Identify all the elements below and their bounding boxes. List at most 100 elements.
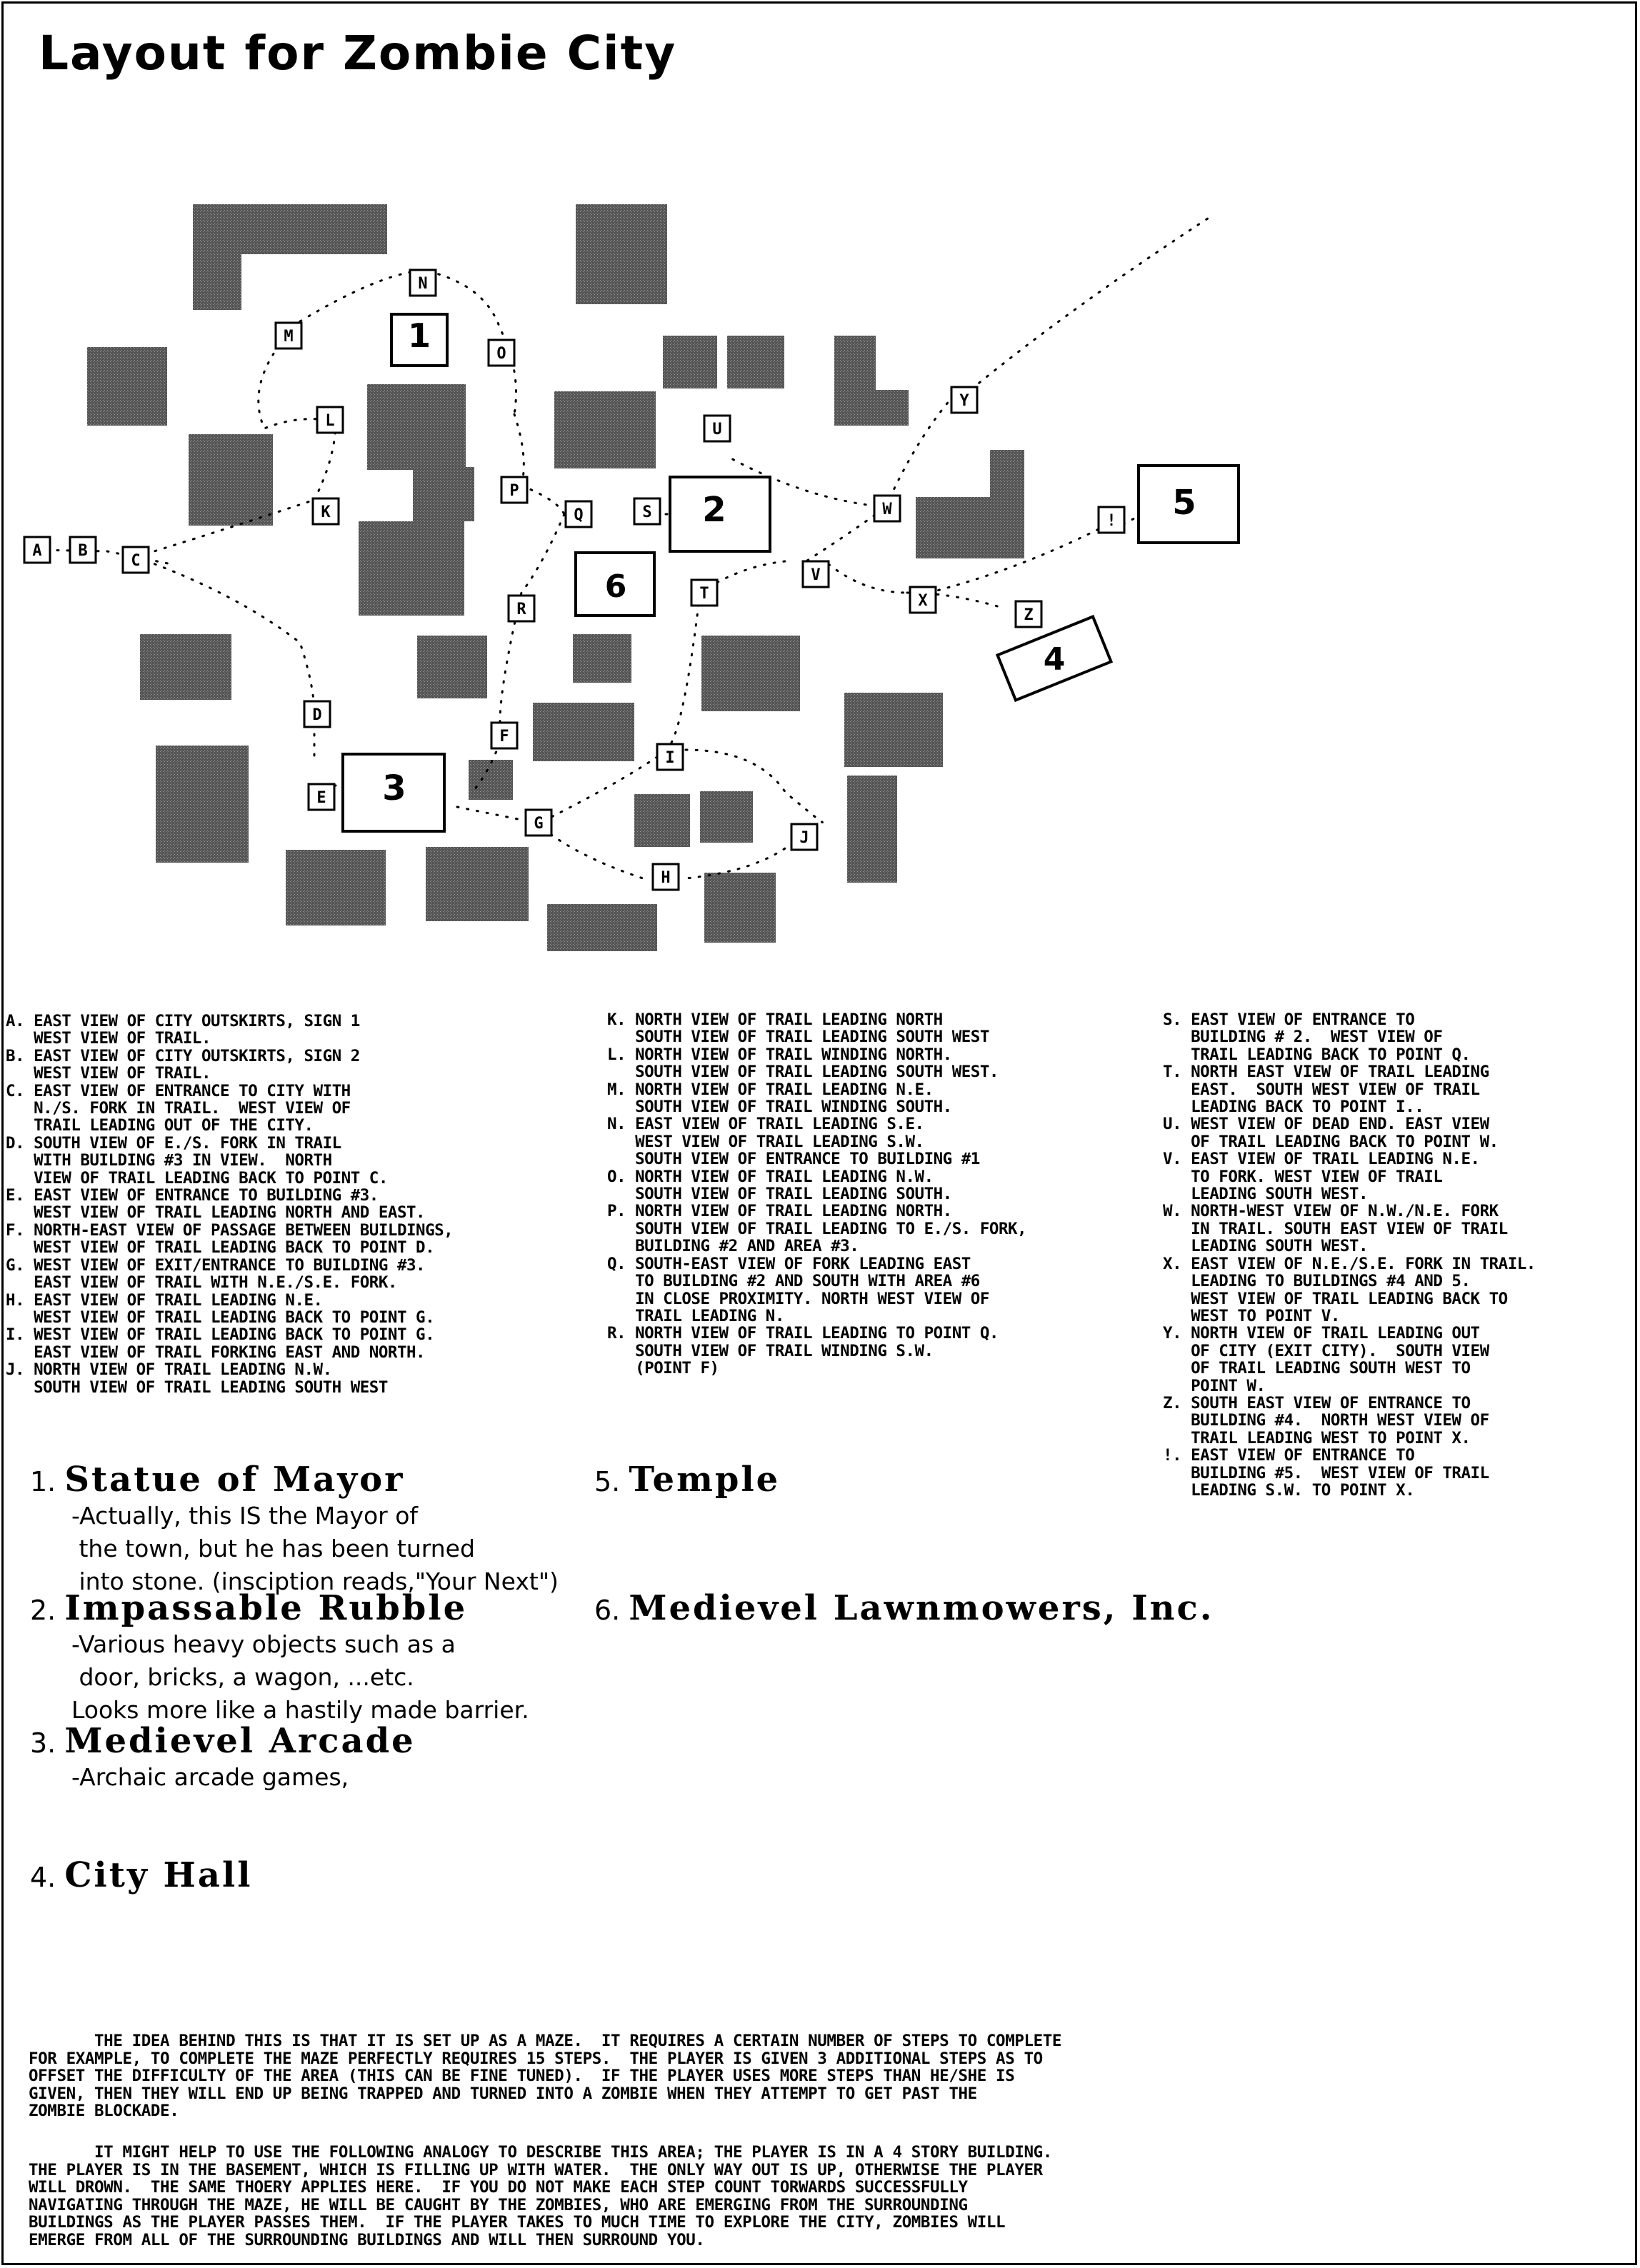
viewpoint-box [524,808,553,837]
legend-item-2: 2. Impassable Rubble-Various heavy objec… [30,1588,529,1727]
viewpoint-box [651,863,680,891]
legend-heading: 4. City Hall [30,1855,252,1895]
landmark-box-5 [1137,464,1240,544]
viewpoint-box [564,500,593,528]
building-block [469,760,513,800]
viewpoint-box [69,536,97,564]
viewpoint-label: W [882,501,892,518]
key-entry: S. EAST VIEW OF ENTRANCE TO BUILDING # 2… [1163,1010,1471,1064]
trail [520,484,566,516]
viewpoint-box [690,578,719,607]
key-entry: !. EAST VIEW OF ENTRANCE TO BUILDING #5.… [1163,1446,1489,1500]
legend-heading: 5. Temple [594,1460,780,1500]
viewpoint-box [490,721,519,750]
key-entry: V. EAST VIEW OF TRAIL LEADING N.E. TO FO… [1163,1150,1480,1204]
viewpoint-box [790,823,819,851]
key-entry: B. EAST VIEW OF CITY OUTSKIRTS, SIGN 2 W… [6,1046,360,1083]
viewpoint-label: X [918,592,927,610]
key-entry: D. SOUTH VIEW OF E./S. FORK IN TRAIL WIT… [6,1133,388,1188]
building-block [359,521,464,616]
trail [134,556,316,716]
building-block [916,497,1024,558]
viewpoint-box [950,386,979,414]
key-entry: A. EAST VIEW OF CITY OUTSKIRTS, SIGN 1 W… [6,1012,360,1048]
viewpoint-box [500,476,529,504]
viewpoint-label: D [312,706,321,724]
viewpoint-label: M [284,328,293,346]
viewpoint-label: Z [1024,606,1033,624]
building-block [140,634,231,700]
trail [313,420,337,501]
legend-name: Impassable Rubble [64,1588,468,1628]
legend-item-1: 1. Statue of Mayor-Actually, this IS the… [30,1460,559,1598]
trail [827,563,909,594]
landmark-label-2: 2 [702,490,726,530]
viewpoint-label: P [509,482,519,500]
building-block [193,204,241,310]
key-entry: J. NORTH VIEW OF TRAIL LEADING N.W. SOUT… [6,1360,388,1397]
landmark-label-1: 1 [408,316,431,355]
building-block [573,634,631,683]
viewpoint-label: G [534,815,543,833]
building-block [156,746,249,863]
viewpoint-label: J [799,829,809,847]
building-block [834,390,909,426]
viewpoint-label: E [316,789,326,807]
city-hall-building: 4 [995,614,1114,703]
legend-description: -Various heavy objects such as a door, b… [71,1630,529,1724]
landmark-box-2 [669,476,771,553]
key-entry: R. NORTH VIEW OF TRAIL LEADING TO POINT … [607,1324,999,1378]
legend-number: 6. [594,1595,629,1626]
trail [970,213,1216,391]
legend-description: -Actually, this IS the Mayor of the town… [71,1502,559,1595]
viewpoint-label: ! [1106,512,1116,530]
viewpoint-label: C [131,552,140,570]
legend-name: Medievel Arcade [64,1721,416,1761]
key-entry: Z. SOUTH EAST VIEW OF ENTRANCE TO BUILDI… [1163,1393,1489,1447]
building-block [663,336,717,388]
legend-name: Temple [629,1460,781,1500]
legend-number: 2. [30,1595,65,1626]
trail [299,270,416,323]
trail [670,591,701,744]
viewpoint-box [303,700,331,728]
viewpoint-box [274,321,303,350]
building-block [847,776,897,883]
building-block [844,693,943,767]
viewpoint-box [409,269,437,297]
key-entry: P. NORTH VIEW OF TRAIL LEADING NORTH. SO… [607,1202,1027,1256]
key-column-2: K. NORTH VIEW OF TRAIL LEADING NORTH SOU… [607,1011,1027,1378]
viewpoint-label: Y [959,392,969,410]
key-entry: U. WEST VIEW OF DEAD END. EAST VIEW OF T… [1163,1115,1499,1151]
viewpoint-box [487,338,516,367]
landmark-box-6 [574,551,656,617]
viewpoint-label: B [78,542,87,560]
building-block [286,850,386,925]
viewpoint-box [121,546,150,574]
viewpoint-label: T [699,585,709,603]
key-entry: L. NORTH VIEW OF TRAIL WINDING NORTH. SO… [607,1045,999,1082]
legend-heading: 2. Impassable Rubble [30,1588,529,1628]
viewpoint-label: R [516,601,526,618]
building-block [87,347,167,426]
key-entry: H. EAST VIEW OF TRAIL LEADING N.E. WEST … [6,1290,435,1327]
legend-item-4: 4. City Hall [30,1855,252,1895]
key-entry: G. WEST VIEW OF EXIT/ENTRANCE TO BUILDIN… [6,1255,426,1293]
key-entry: W. NORTH-WEST VIEW OF N.W./N.E. FORK IN … [1163,1202,1508,1256]
viewpoint-box [316,406,344,434]
building-block [547,904,657,951]
legend-number: 3. [30,1727,65,1759]
building-block [634,794,690,847]
building-block [367,384,466,470]
legend-heading: 6. Medievel Lawnmowers, Inc. [594,1588,1214,1628]
viewpoint-label: A [32,542,41,560]
viewpoint-box [633,497,661,526]
viewpoint-box [1097,506,1126,534]
viewpoint-box [311,497,340,526]
legend-heading: 1. Statue of Mayor [30,1460,559,1500]
key-entry: T. NORTH EAST VIEW OF TRAIL LEADING EAST… [1163,1063,1489,1117]
key-entry: E. EAST VIEW OF ENTRANCE TO BUILDING #3.… [6,1186,426,1223]
trail [684,841,794,880]
